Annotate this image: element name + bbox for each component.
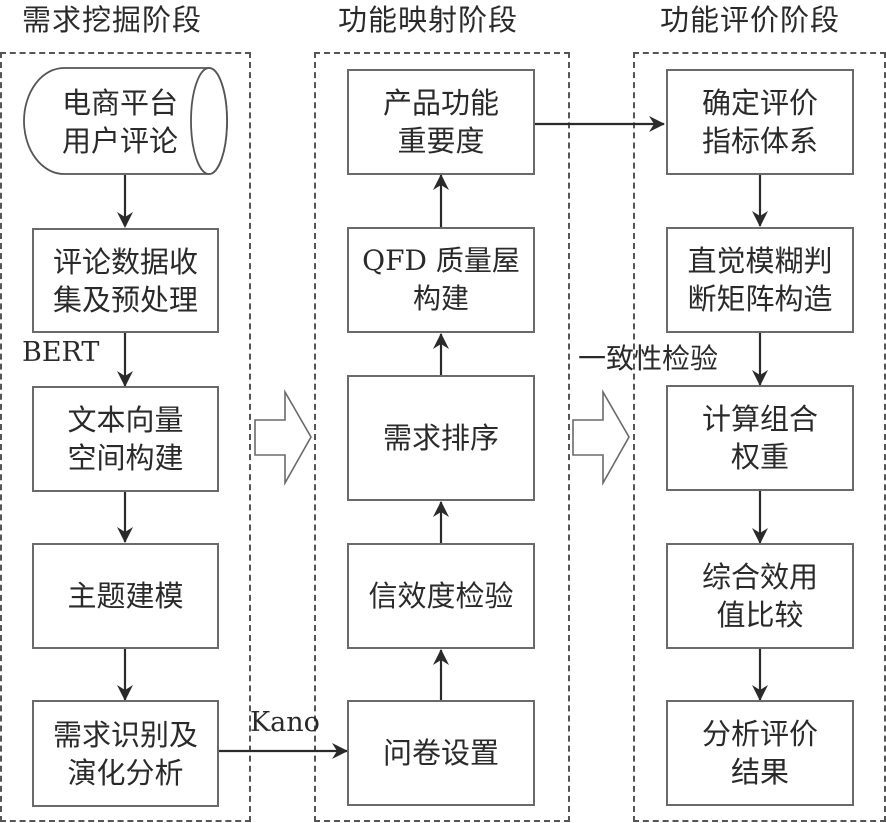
- node-ecommerce-user-reviews: 电商平台 用户评论: [61, 86, 178, 158]
- edge-label-kano: Kano: [250, 707, 320, 738]
- node-text-vector-space: 文本向量 空间构建: [32, 386, 219, 492]
- node-reliability-validity-test: 信效度检验: [347, 543, 535, 649]
- node-demand-identification: 需求识别及 演化分析: [32, 700, 219, 807]
- stage-title-function-mapping: 功能映射阶段: [338, 3, 519, 37]
- edge-label-consistency-check: 一致性检验: [578, 342, 719, 375]
- stage-transition-arrow-2: [572, 389, 630, 487]
- node-product-function-importance: 产品功能 重要度: [347, 69, 535, 175]
- stage-frame-function-mapping: [314, 52, 570, 822]
- stage-frame-function-evaluation: [633, 52, 886, 822]
- node-questionnaire-setup: 问卷设置: [347, 700, 535, 806]
- node-evaluation-index-system: 确定评价 指标体系: [666, 69, 854, 175]
- edge-label-bert: BERT: [22, 337, 100, 368]
- stage-transition-arrow-1: [254, 389, 312, 487]
- node-review-data-collection: 评论数据收 集及预处理: [32, 228, 219, 333]
- stage-title-demand-mining: 需求挖掘阶段: [22, 3, 203, 37]
- node-intuitionistic-fuzzy-matrix: 直觉模糊判 断矩阵构造: [666, 227, 854, 333]
- node-combined-weights: 计算组合 权重: [666, 385, 854, 491]
- stage-title-function-evaluation: 功能评价阶段: [660, 3, 841, 37]
- node-utility-comparison: 综合效用 值比较: [666, 543, 854, 649]
- node-qfd-house-of-quality: QFD 质量屋 构建: [347, 227, 535, 333]
- node-topic-modeling: 主题建模: [32, 543, 219, 649]
- node-evaluation-results: 分析评价 结果: [666, 700, 854, 806]
- node-demand-ranking: 需求排序: [347, 375, 535, 501]
- stage-frame-demand-mining: [0, 52, 251, 822]
